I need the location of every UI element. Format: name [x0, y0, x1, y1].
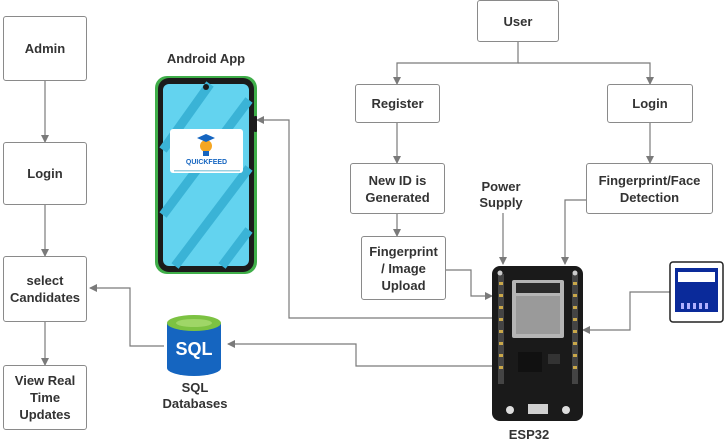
android-app-label: Android App: [166, 51, 246, 66]
android-phone-icon: [155, 76, 257, 274]
sql-database-icon: [167, 315, 221, 376]
arrow-sensor-to-esp32: [582, 291, 670, 334]
register-box: Register: [355, 84, 440, 123]
app-logo-text: QUICKFEED: [185, 159, 228, 166]
arrow-upload-to-esp32: [446, 269, 493, 300]
power-supply-label: Power Supply: [479, 179, 523, 210]
fingerprint-upload-box: Fingerprint / Image Upload: [361, 236, 446, 300]
admin-login-box: Login: [3, 142, 87, 205]
esp32-board-icon: [492, 266, 583, 421]
esp32-label: ESP32: [508, 427, 550, 442]
view-updates-box: View Real Time Updates: [3, 365, 87, 430]
select-candidates-box: select Candidates: [3, 256, 87, 322]
sql-databases-label: SQL Databases: [162, 380, 228, 411]
user-box: User: [477, 0, 559, 42]
arrow-detection-to-esp32: [561, 199, 586, 265]
arrow-esp32-to-sql: [227, 340, 492, 367]
arrow-user-to-login: [518, 62, 654, 85]
arrow-sql-to-select: [89, 284, 164, 347]
fingerprint-sensor-icon: [669, 261, 724, 323]
new-id-box: New ID is Generated: [350, 163, 445, 214]
sql-icon-text: SQL: [175, 339, 213, 359]
fingerprint-detection-box: Fingerprint/Face Detection: [586, 163, 713, 214]
user-login-box: Login: [607, 84, 693, 123]
admin-box: Admin: [3, 16, 87, 81]
graduation-bulb-icon: [197, 134, 215, 156]
arrow-esp32-to-android: [256, 116, 492, 319]
arrow-user-to-register: [393, 42, 519, 85]
